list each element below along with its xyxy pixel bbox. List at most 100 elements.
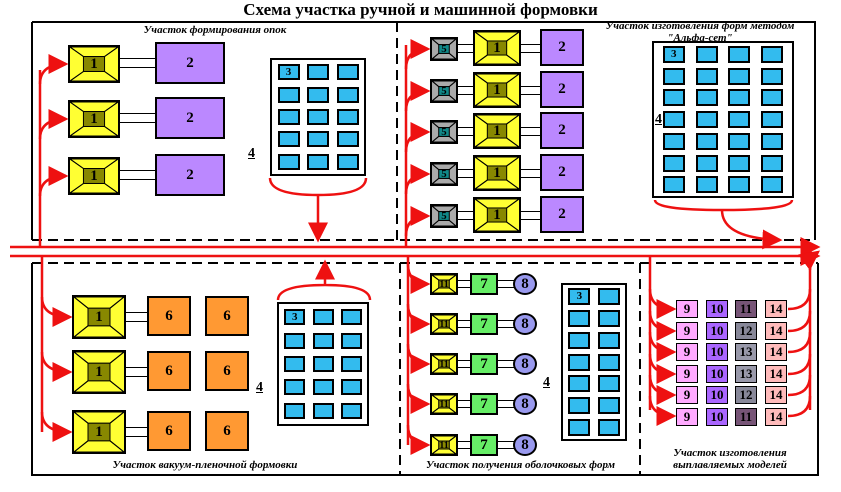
machine-label: 1 (493, 164, 501, 181)
storage-cell: 3 (568, 287, 591, 305)
storage-cell (597, 287, 620, 305)
unit-2: 2 (540, 71, 584, 108)
machine-label: 5 (441, 126, 447, 138)
label-flask-forming: Участок формирования опок (143, 24, 287, 36)
unit-6: 6 (147, 411, 191, 451)
storage-cell (728, 45, 751, 63)
storage-cell: 3 (284, 309, 306, 326)
alpha-set-machine: 1 (473, 197, 521, 233)
flow-arrow (648, 331, 677, 362)
unit-7: 7 (470, 393, 498, 415)
storage-cell (284, 402, 306, 419)
storage-cell (568, 309, 591, 327)
return-arrow (798, 250, 820, 271)
storage-cell (312, 332, 334, 349)
unit-2: 2 (155, 154, 225, 196)
storage-cell (568, 375, 591, 393)
model-unit-9: 9 (676, 407, 698, 426)
unit-6: 6 (147, 351, 191, 391)
flow-arrow (404, 39, 431, 70)
storage-label: 4 (655, 112, 662, 127)
storage-cell (312, 402, 334, 419)
connector-bar (495, 400, 515, 408)
storage-cell (312, 379, 334, 396)
flow-arrow (406, 303, 431, 334)
return-arrow (787, 353, 812, 376)
connector-bar (118, 58, 158, 68)
model-unit-12: 12 (735, 321, 757, 340)
machine-label: 1 (95, 423, 103, 440)
storage-cell (597, 331, 620, 349)
storage-cell (728, 176, 751, 194)
machine-label: 11 (439, 398, 449, 410)
flow-arrow (38, 166, 69, 197)
storage-cell (662, 132, 685, 150)
storage-cell (336, 153, 359, 170)
unit-6: 6 (205, 296, 249, 336)
storage-cell (728, 154, 751, 172)
forming-machine: 1 (68, 100, 120, 138)
machine-label: 11 (439, 318, 449, 330)
alpha-set-machine: 1 (473, 113, 521, 149)
model-unit-14: 14 (765, 321, 787, 340)
model-unit-9: 9 (676, 343, 698, 361)
unit-2: 2 (155, 97, 225, 139)
model-unit-13: 13 (735, 364, 757, 383)
storage-cell (312, 309, 334, 326)
model-unit-10: 10 (706, 300, 728, 318)
model-unit-9: 9 (676, 300, 698, 318)
storage-cell (761, 45, 784, 63)
flow-arrow (40, 351, 73, 382)
storage-cell (336, 86, 359, 103)
storage-cell (340, 379, 362, 396)
storage-cell (597, 309, 620, 327)
model-unit-9: 9 (676, 364, 698, 383)
machine-label: 11 (439, 278, 449, 290)
unit-2: 2 (540, 29, 584, 66)
machine-label: 5 (441, 210, 447, 222)
storage-label: 4 (256, 380, 263, 395)
flow-arrow (648, 353, 677, 384)
flow-arrow (406, 383, 431, 414)
shell-machine: 11 (430, 353, 458, 375)
aux-unit-5: 5 (430, 37, 458, 61)
machine-label: 5 (441, 168, 447, 180)
flow-arrow (648, 288, 677, 319)
machine-label: 1 (493, 39, 501, 56)
storage-cell (336, 131, 359, 148)
unit-2: 2 (540, 154, 584, 191)
flow-arrow (648, 310, 677, 341)
storage-cell (284, 356, 306, 372)
model-unit-11: 11 (735, 300, 757, 318)
model-unit-12: 12 (735, 386, 757, 404)
storage-cell (307, 153, 329, 170)
storage-cell (568, 419, 591, 437)
storage-cell (277, 131, 300, 148)
storage-cell (761, 176, 784, 194)
machine-label: 11 (439, 358, 449, 370)
storage-cell (307, 86, 329, 103)
aux-unit-5: 5 (430, 79, 458, 103)
storage-cell (340, 309, 362, 326)
machine-label: 1 (95, 308, 103, 325)
unit-7: 7 (470, 434, 498, 456)
storage-cell (277, 153, 300, 170)
machine-label: 5 (441, 85, 447, 97)
storage-cell (728, 89, 751, 107)
model-unit-10: 10 (706, 343, 728, 361)
machine-label: 11 (439, 439, 449, 451)
flow-arrow (648, 395, 677, 426)
storage-cell (568, 353, 591, 371)
model-unit-14: 14 (765, 300, 787, 318)
forming-machine: 1 (68, 45, 120, 83)
storage-cell (695, 111, 718, 128)
storage-cell (336, 64, 359, 81)
unit-2: 2 (540, 112, 584, 149)
model-unit-13: 13 (735, 343, 757, 361)
storage-cell (307, 109, 329, 125)
storage-cell (761, 154, 784, 172)
storage-out-line (276, 262, 372, 301)
storage-cell (340, 402, 362, 419)
label-investment-models: Участок изготовления выплавляемых моделе… (673, 447, 787, 471)
